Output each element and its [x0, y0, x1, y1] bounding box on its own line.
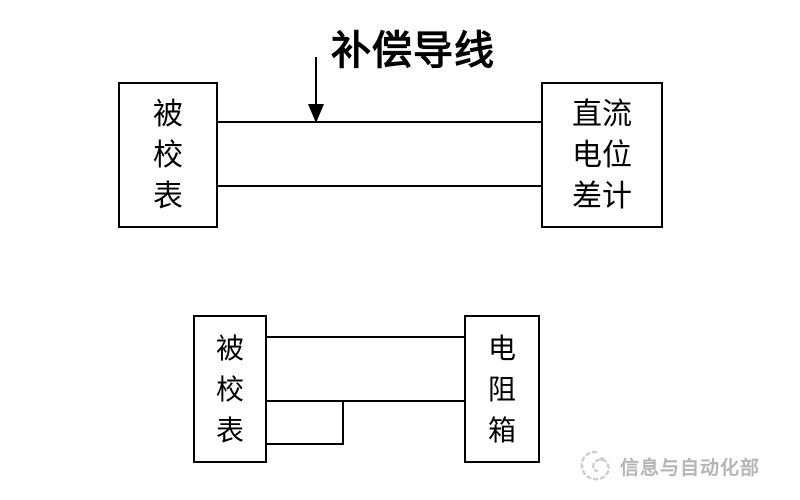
box-label-line: 表	[153, 179, 183, 213]
wire-vertical-connector	[342, 400, 344, 445]
down-arrow-head-icon	[308, 104, 324, 123]
box-label-line: 差计	[572, 179, 632, 213]
box-label-line: 校	[215, 373, 244, 405]
box-label-line: 电	[487, 332, 516, 364]
box-resistance-box: 电 阻 箱	[464, 315, 540, 463]
wire-top-upper	[218, 121, 541, 123]
wire-bottom-upper	[267, 336, 464, 338]
box-label-line: 电位	[572, 138, 632, 172]
box-label-line: 被	[215, 332, 244, 364]
box-label-line: 阻	[487, 373, 516, 405]
watermark-logo-icon	[580, 450, 610, 481]
box-label-line: 被	[153, 97, 183, 131]
wire-bottom-lower-stub	[267, 443, 344, 445]
wire-top-lower	[218, 185, 541, 187]
box-meter-under-test-top: 被 校 表	[118, 82, 218, 228]
box-label-line: 箱	[487, 414, 516, 446]
down-arrow-icon	[315, 57, 317, 106]
box-label-line: 直流	[572, 97, 632, 131]
watermark-text: 信息与自动化部	[620, 457, 761, 479]
watermark: 信息与自动化部	[576, 446, 760, 486]
box-dc-potentiometer: 直流 电位 差计	[541, 82, 663, 228]
box-label-line: 表	[215, 414, 244, 446]
wire-bottom-middle	[267, 400, 464, 402]
compensation-wire-label: 补偿导线	[331, 29, 495, 73]
box-meter-under-test-bottom: 被 校 表	[193, 315, 267, 463]
box-label-line: 校	[153, 138, 183, 172]
